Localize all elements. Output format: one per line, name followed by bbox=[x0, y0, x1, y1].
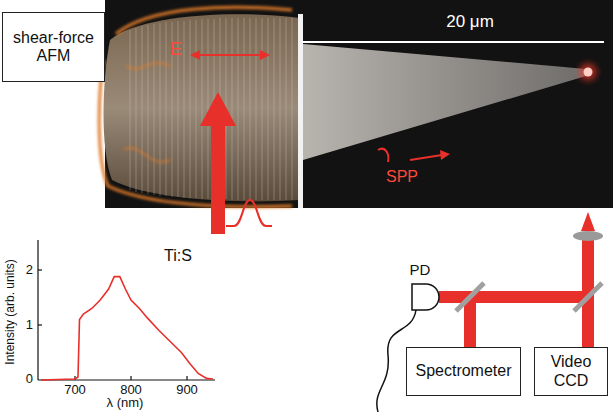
box-text: Spectrometer bbox=[411, 362, 516, 380]
emission-contour bbox=[99, 7, 292, 206]
emission-contour bbox=[124, 63, 170, 162]
pulse-shape bbox=[226, 200, 272, 226]
box-text: Video CCD bbox=[539, 353, 603, 390]
tick-label: 2 bbox=[26, 263, 33, 277]
beam-splitter bbox=[456, 283, 484, 311]
beam-splitter bbox=[574, 283, 602, 311]
instrument-box: shear-force AFM bbox=[2, 12, 105, 82]
photodiode-symbol bbox=[412, 284, 439, 310]
instrument-box: Spectrometer bbox=[406, 347, 521, 396]
beam bbox=[439, 212, 595, 347]
spectrum-curve bbox=[41, 277, 213, 380]
tick-label: 900 bbox=[176, 383, 198, 397]
emission-spot bbox=[584, 68, 593, 77]
field-label: E bbox=[170, 40, 182, 60]
tick-label: 0 bbox=[26, 372, 33, 386]
tick-label: 1 bbox=[26, 318, 33, 332]
box-text: shear-force AFM bbox=[7, 29, 100, 66]
taper-tip bbox=[303, 44, 589, 160]
axis-title: Intensity (arb. units) bbox=[4, 259, 17, 364]
spp-arrow bbox=[378, 149, 450, 162]
scale-bar bbox=[302, 41, 604, 43]
excitation-arrow bbox=[200, 92, 236, 234]
panel-edge bbox=[298, 14, 303, 208]
laser-label: Ti:S bbox=[164, 247, 192, 265]
lens bbox=[573, 231, 603, 241]
instrument-box: Video CCD bbox=[534, 347, 608, 396]
detector-label: PD bbox=[410, 262, 431, 279]
tick-label: 700 bbox=[64, 383, 86, 397]
scale-label: 20 μm bbox=[446, 13, 494, 32]
emission-spot bbox=[579, 63, 597, 81]
field-arrow bbox=[190, 50, 270, 60]
plot-axes bbox=[38, 240, 215, 380]
tip-body bbox=[104, 14, 301, 201]
axis-title: λ (nm) bbox=[107, 396, 144, 410]
spp-label: SPP bbox=[386, 168, 418, 186]
